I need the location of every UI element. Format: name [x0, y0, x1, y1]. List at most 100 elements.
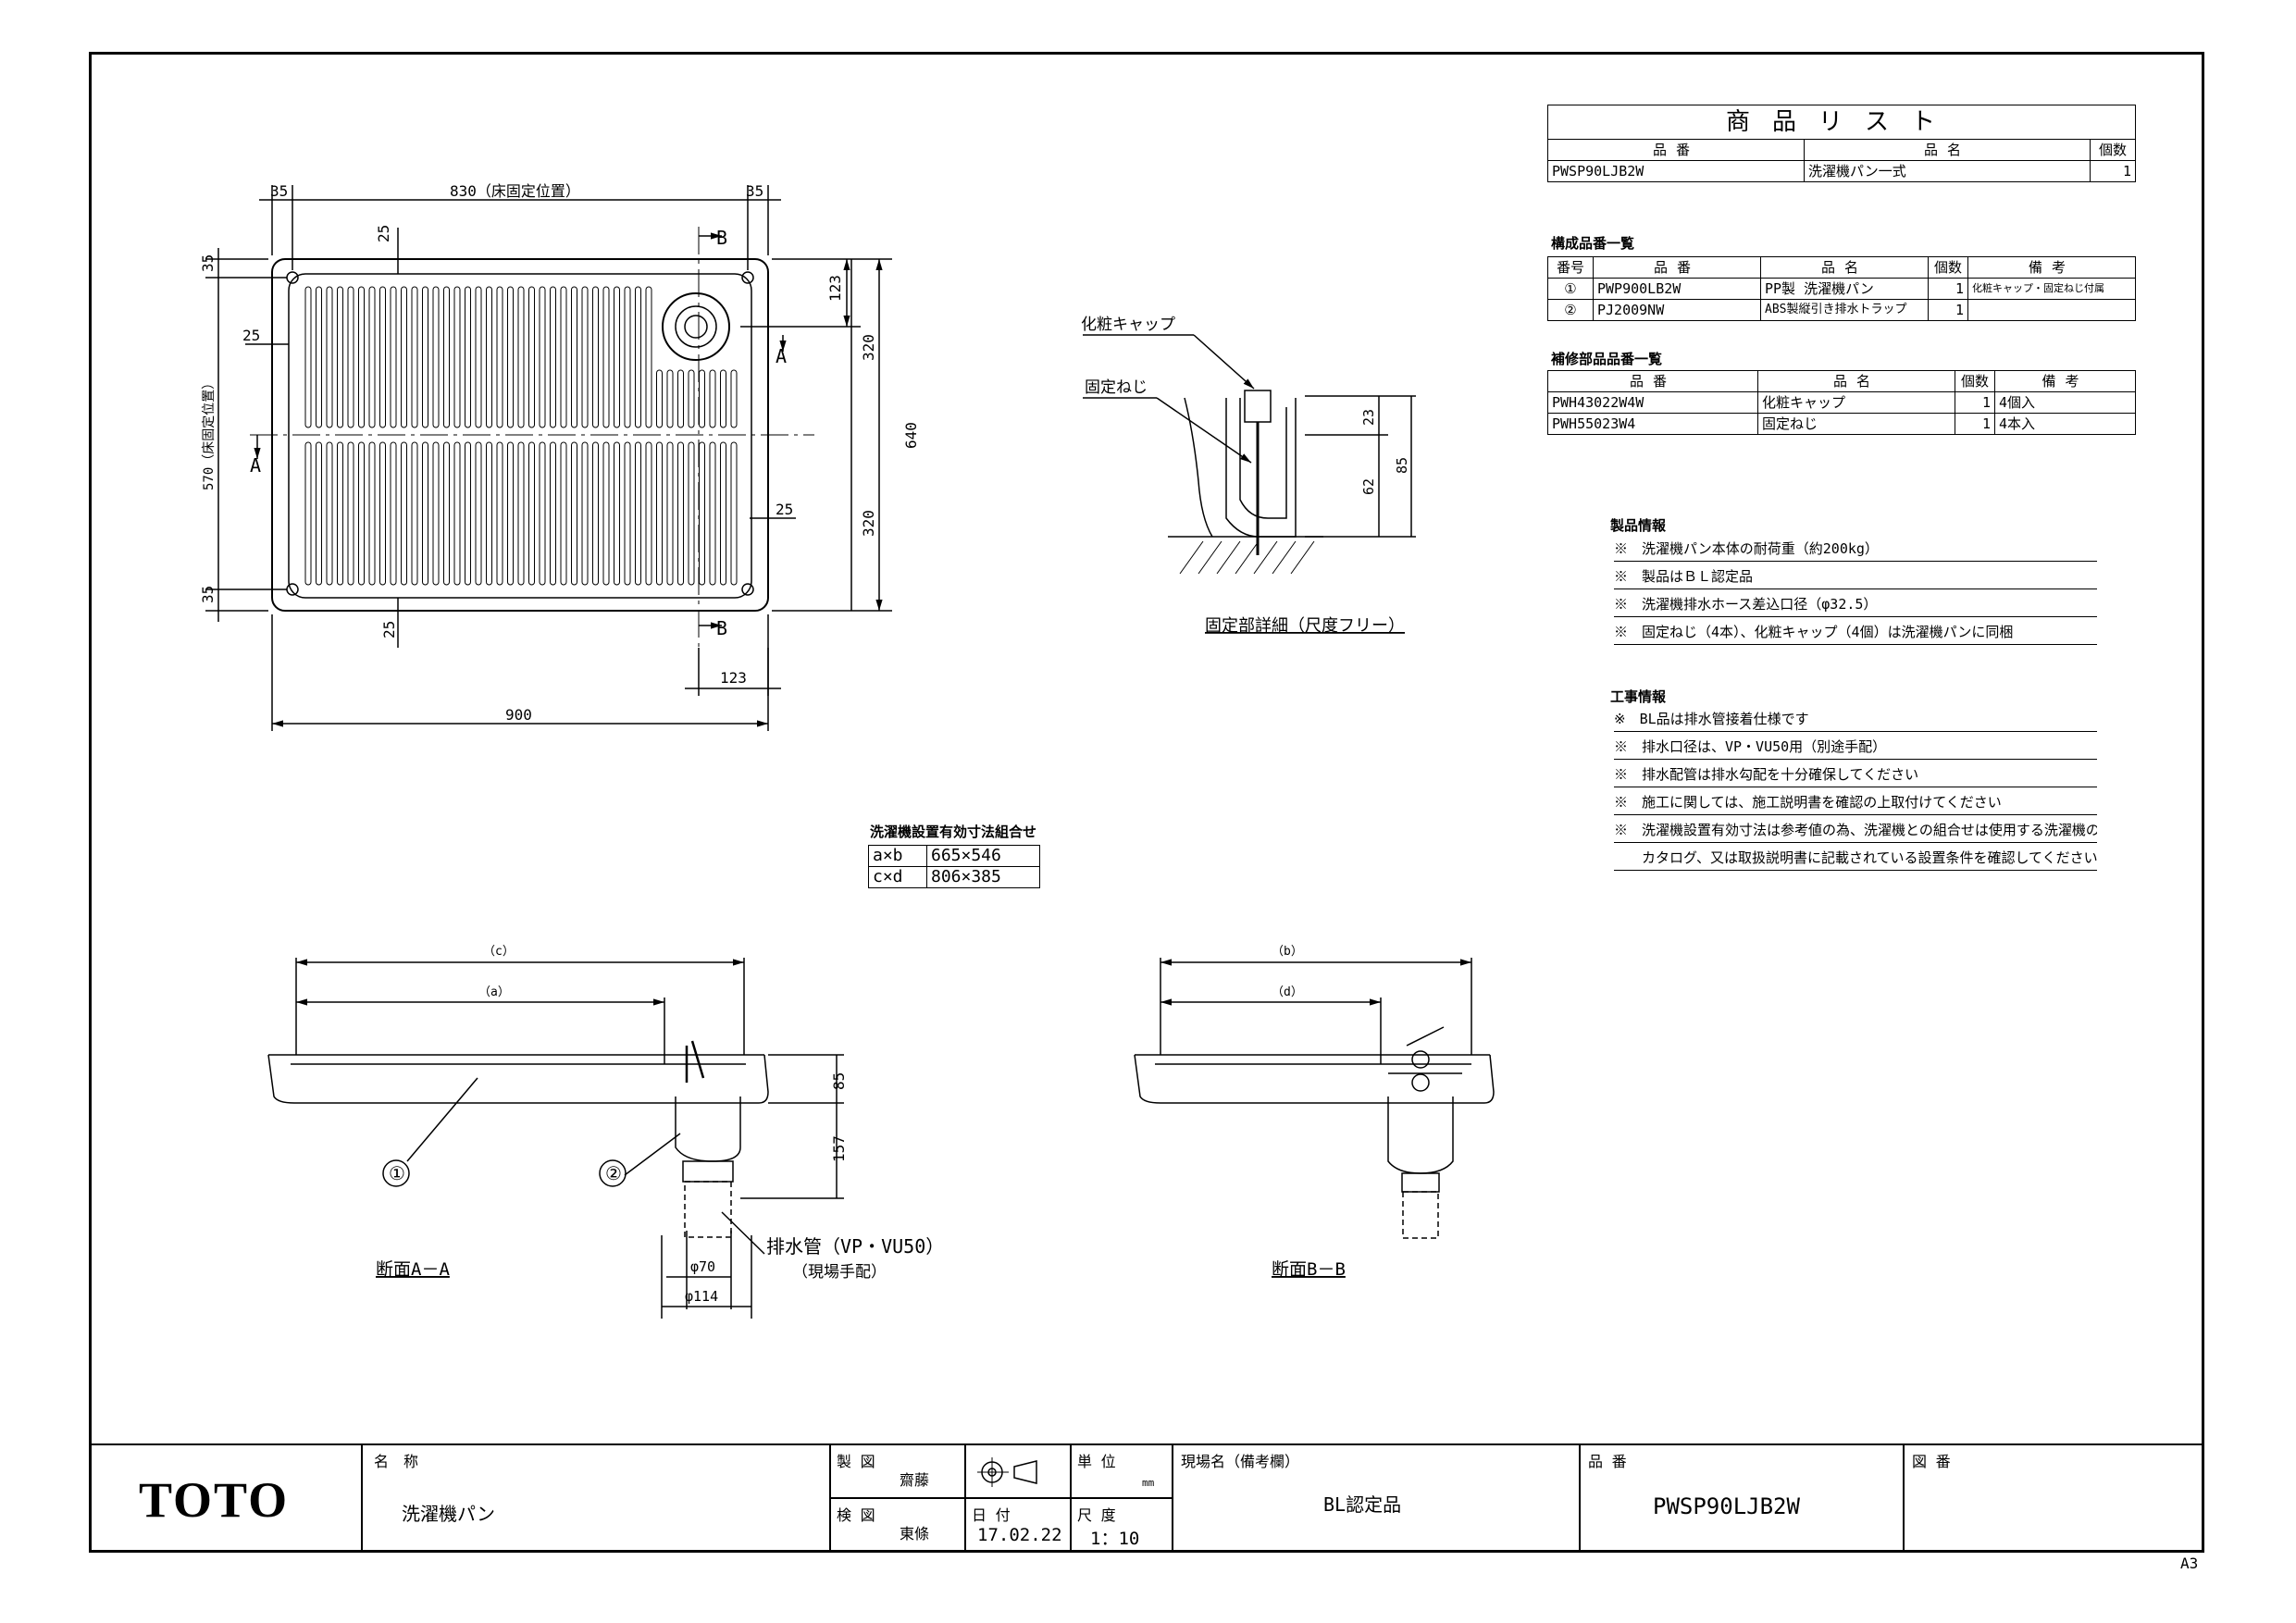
svg-text:830（床固定位置）: 830（床固定位置） — [450, 182, 580, 200]
product-info-item: ※ 製品はＢＬ認定品 — [1614, 563, 2097, 589]
site-value: BL認定品 — [1323, 1493, 1402, 1516]
svg-text:570（床固定位置）: 570（床固定位置） — [202, 377, 217, 490]
toto-logo: TOTO — [139, 1472, 290, 1528]
projection-symbol-icon — [977, 1457, 1037, 1487]
product-list-table: 商品リスト 品番 品名 個数 PWSP90LJB2W 洗濯機パン一式 1 — [1547, 105, 2136, 182]
svg-text:固定部詳細（尺度フリー）: 固定部詳細（尺度フリー） — [1205, 616, 1405, 636]
section-a-a — [267, 958, 844, 1319]
date-label: 日 付 — [972, 1506, 1011, 1524]
construction-info-item: ※ BL品は排水管接着仕様です — [1614, 705, 2097, 732]
effective-dims-heading: 洗濯機設置有効寸法組合せ — [870, 824, 1037, 840]
product-info-item: ※ 固定ねじ（4本）、化粧キャップ（4個）は洗濯機パンに同梱 — [1614, 618, 2097, 645]
drain-outlet — [662, 292, 730, 361]
construction-info-item: ※ 排水口径は、VP・VU50用（別途手配） — [1614, 733, 2097, 760]
table-row: PWH43022W4W 化粧キャップ 1 4個入 — [1547, 391, 2136, 414]
table-row: ② PJ2009NW ABS製縦引き排水トラップ 1 — [1547, 299, 2136, 321]
svg-text:320: 320 — [860, 334, 877, 361]
svg-text:157: 157 — [830, 1135, 848, 1162]
svg-text:φ114: φ114 — [685, 1288, 718, 1305]
header-qty: 個数 — [2090, 139, 2136, 161]
svg-text:固定ねじ: 固定ねじ — [1085, 378, 1148, 397]
product-part-no: PWSP90LJB2W — [1547, 160, 1805, 182]
svg-text:123: 123 — [720, 669, 747, 687]
svg-text:35: 35 — [199, 254, 217, 272]
components-table: 番号 品番 品名 個数 備考 ① PWP900LB2W PP製 洗濯機パン 1 … — [1547, 256, 2136, 321]
comp-header-note: 備考 — [1967, 256, 2136, 279]
name-value: 洗濯機パン — [402, 1503, 495, 1525]
product-qty: 1 — [2090, 160, 2136, 182]
svg-text:900: 900 — [505, 706, 532, 724]
svg-text:25: 25 — [380, 621, 398, 638]
svg-text:（c）: （c） — [483, 945, 515, 959]
drawn-label: 製 図 — [837, 1453, 875, 1470]
product-info-item: ※ 洗濯機排水ホース差込口径（φ32.5） — [1614, 590, 2097, 617]
svg-text:640: 640 — [902, 422, 920, 449]
plan-view — [205, 185, 892, 731]
site-label: 現場名（備考欄） — [1181, 1453, 1300, 1470]
title-block: TOTO 名 称 洗濯機パン 製 図 齋藤 検 図 東條 日 付 17.02.2… — [89, 1443, 2204, 1553]
svg-text:35: 35 — [270, 182, 288, 200]
construction-info-heading: 工事情報 — [1610, 688, 1667, 705]
header-name: 品名 — [1804, 139, 2091, 161]
product-list-title: 商品リスト — [1547, 105, 2136, 140]
repair-header-note: 備考 — [1994, 370, 2136, 392]
section-aa-texts: （c） （a） 85 157 ① ② 排水管（VP・VU50） （現場手配） φ… — [376, 945, 944, 1305]
fixing-detail — [1083, 334, 1416, 575]
part-label: 品 番 — [1588, 1453, 1627, 1470]
name-label: 名 称 — [374, 1453, 419, 1470]
table-row: a×b 665×546 — [868, 845, 1040, 867]
detail-texts: 化粧キャップ 固定ねじ 23 62 85 固定部詳細（尺度フリー） — [1081, 316, 1410, 636]
plan-dimension-texts: 35 830（床固定位置） 35 25 35 25 570（床固定位置） 35 … — [199, 182, 920, 724]
components-heading: 構成品番一覧 — [1551, 235, 1635, 252]
svg-text:B: B — [716, 617, 727, 639]
svg-text:85: 85 — [1394, 457, 1410, 474]
section-bb-texts: （b） （d） 断面B－B — [1272, 945, 1346, 1280]
svg-text:23: 23 — [1360, 409, 1377, 426]
table-row: PWH55023W4 固定ねじ 1 4本入 — [1547, 413, 2136, 435]
construction-info-item: ※ 施工に関しては、施工説明書を確認の上取付けてください — [1614, 788, 2097, 815]
part-value: PWSP90LJB2W — [1653, 1493, 1800, 1519]
repair-header-name: 品名 — [1757, 370, 1955, 392]
svg-text:25: 25 — [242, 327, 260, 344]
svg-text:35: 35 — [746, 182, 763, 200]
svg-text:62: 62 — [1360, 478, 1377, 495]
svg-text:化粧キャップ: 化粧キャップ — [1081, 316, 1175, 334]
svg-text:35: 35 — [199, 586, 217, 603]
svg-text:85: 85 — [830, 1072, 848, 1090]
product-info-item: ※ 洗濯機パン本体の耐荷重（約200kg） — [1614, 535, 2097, 562]
section-b-b — [1134, 958, 1495, 1239]
drawing-no-label: 図 番 — [1912, 1453, 1951, 1470]
svg-text:A: A — [250, 454, 261, 477]
pan-ribs — [304, 286, 738, 586]
svg-text:123: 123 — [826, 275, 844, 302]
date-value: 17.02.22 — [977, 1525, 1062, 1545]
svg-text:①: ① — [389, 1162, 405, 1184]
svg-text:A: A — [776, 345, 787, 367]
svg-text:320: 320 — [860, 510, 877, 537]
construction-info-item: ※ 洗濯機設置有効寸法は参考値の為、洗濯機との組合せは使用する洗濯機の — [1614, 816, 2097, 843]
comp-header-qty: 個数 — [1928, 256, 1968, 279]
svg-text:25: 25 — [375, 225, 392, 242]
svg-text:φ70: φ70 — [690, 1258, 715, 1275]
product-info-heading: 製品情報 — [1610, 517, 1667, 534]
sheet-size: A3 — [2180, 1555, 2199, 1572]
scale-label: 尺 度 — [1077, 1506, 1116, 1524]
repair-header-part-no: 品番 — [1547, 370, 1758, 392]
comp-header-name: 品名 — [1760, 256, 1929, 279]
comp-header-part-no: 品番 — [1593, 256, 1761, 279]
svg-text:B: B — [716, 227, 727, 249]
comp-header-no: 番号 — [1547, 256, 1594, 279]
unit-label: 単 位 — [1077, 1453, 1116, 1470]
svg-text:（現場手配）: （現場手配） — [792, 1263, 887, 1282]
svg-text:25: 25 — [776, 501, 793, 518]
construction-info-item: ※ 排水配管は排水勾配を十分確保してください — [1614, 761, 2097, 787]
checked-by: 東條 — [900, 1525, 930, 1542]
table-row: ① PWP900LB2W PP製 洗濯機パン 1 化粧キャップ・固定ねじ付属 — [1547, 278, 2136, 300]
header-part-no: 品番 — [1547, 139, 1805, 161]
repair-parts-heading: 補修部品品番一覧 — [1551, 351, 1663, 367]
effective-dims-table: a×b 665×546 c×d 806×385 — [868, 845, 1040, 888]
svg-text:（a）: （a） — [478, 985, 510, 999]
drawn-by: 齋藤 — [900, 1471, 930, 1489]
svg-text:（b）: （b） — [1272, 945, 1303, 959]
